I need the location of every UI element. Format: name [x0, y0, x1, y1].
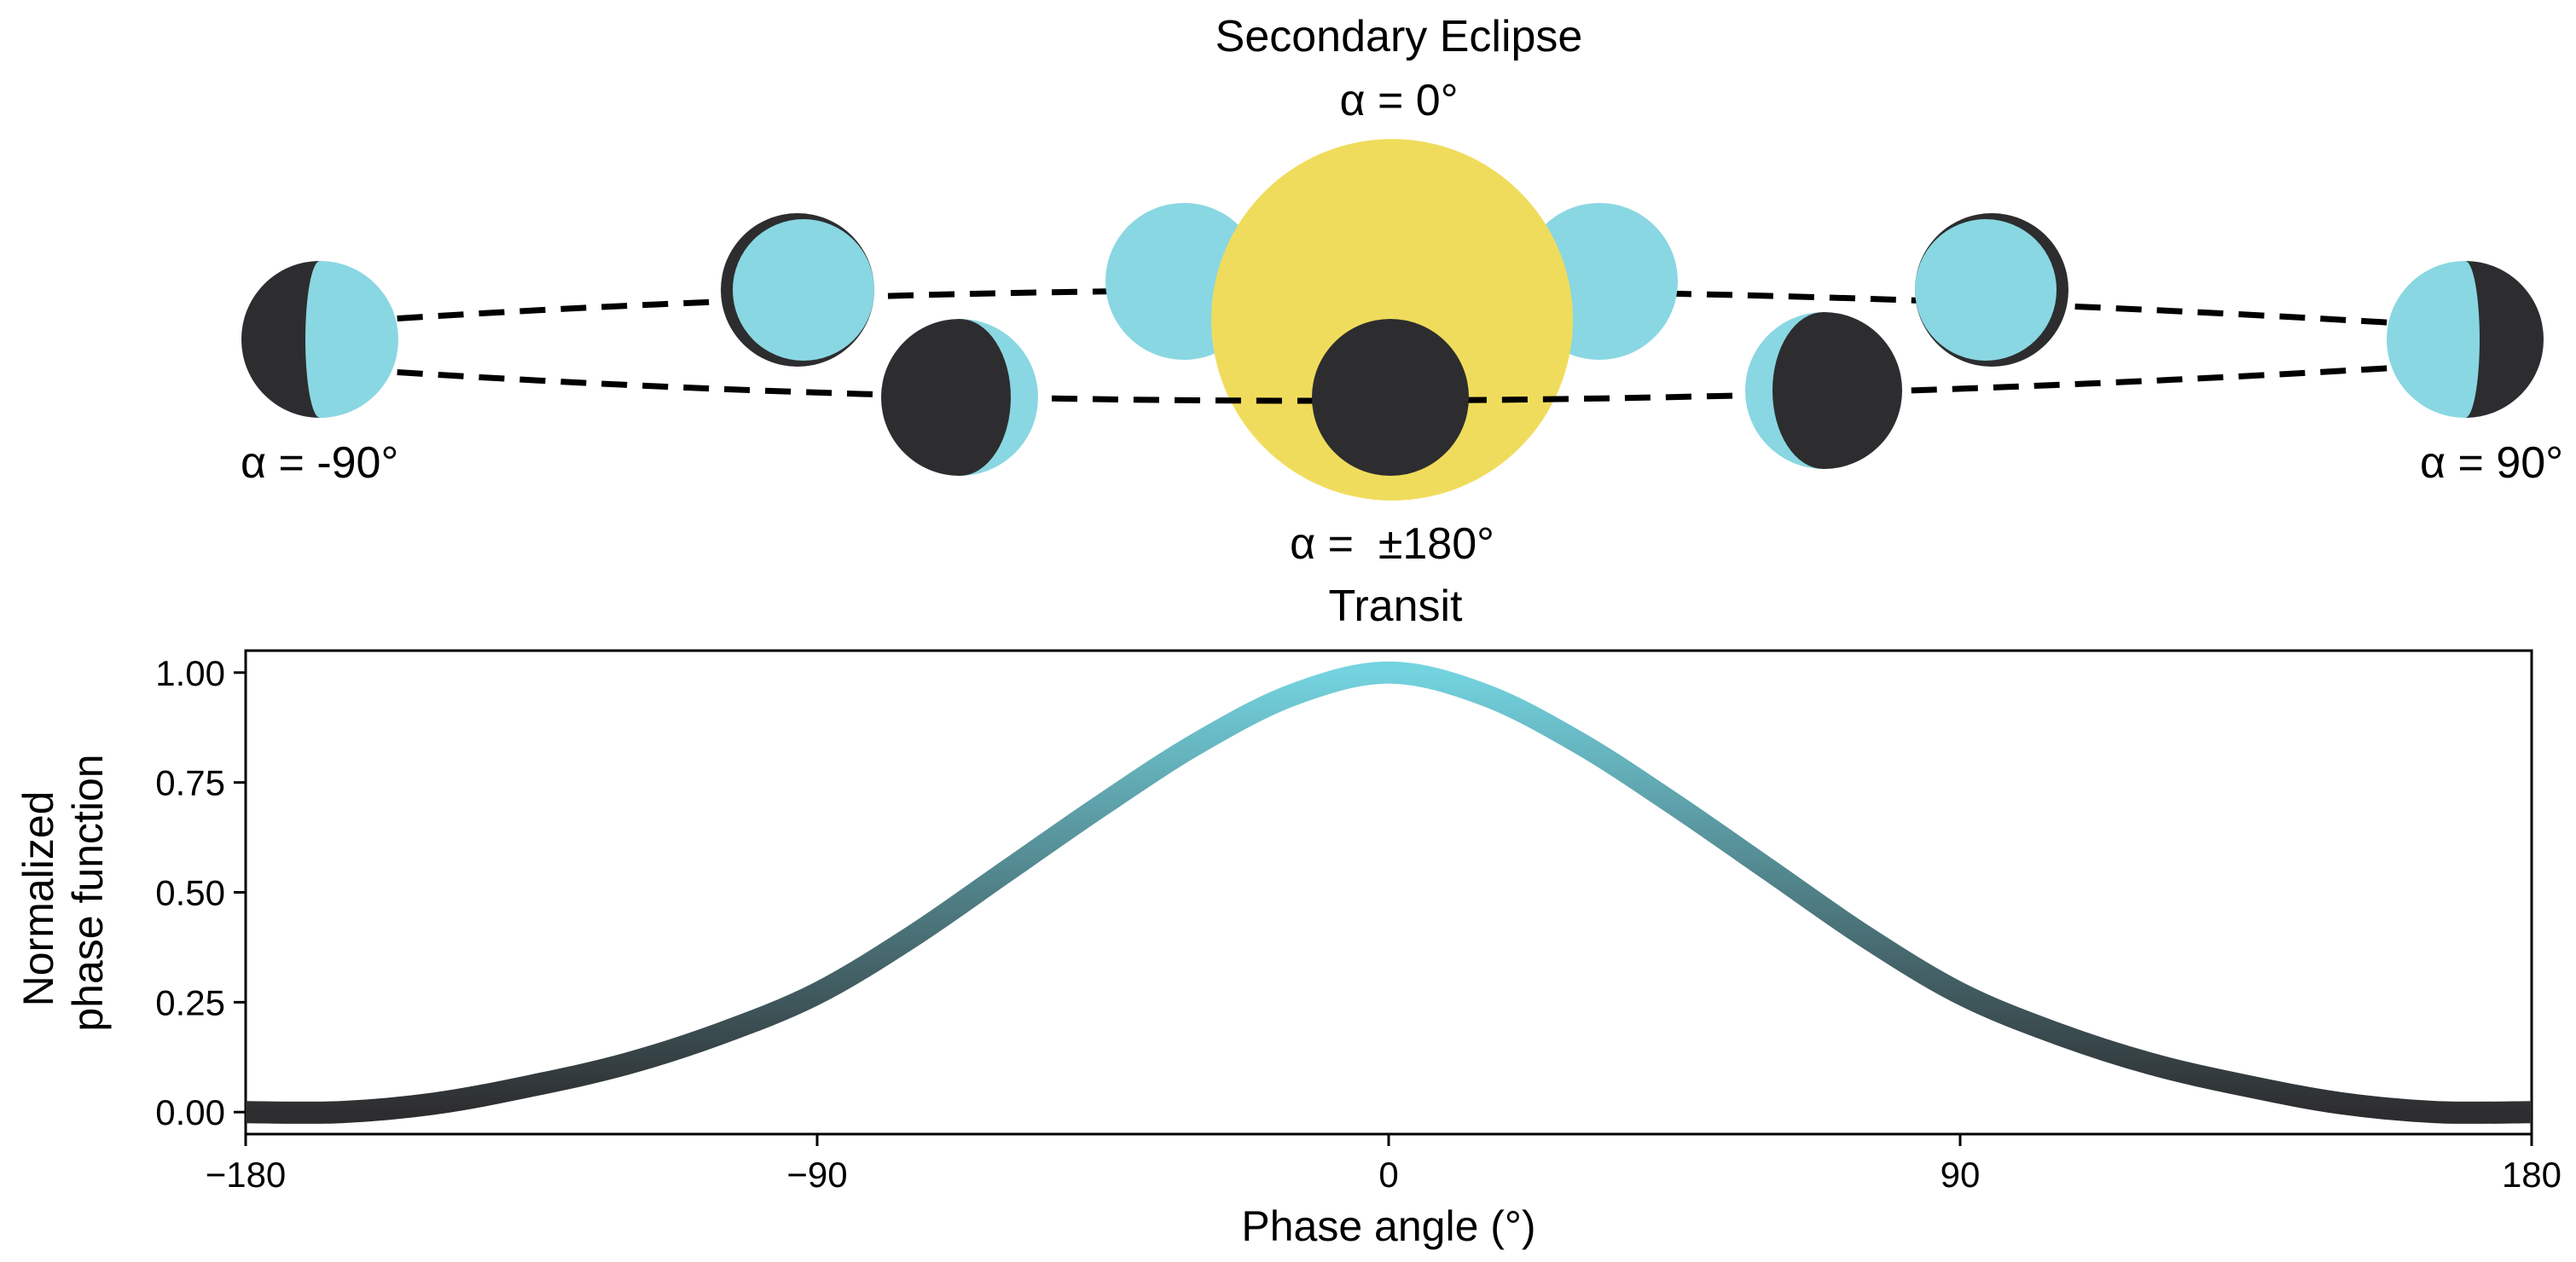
x-tick-label: −180: [206, 1155, 287, 1195]
x-tick-label: −90: [786, 1155, 847, 1195]
y-tick-label: 0.25: [155, 982, 225, 1022]
y-axis-label-line-2: phase function: [64, 754, 112, 1031]
secondary-eclipse-title: Secondary Eclipse: [1215, 12, 1583, 61]
phase-curve-chart: −180 −90 0 90 180 0.00 0.25 0.50 0.75 1.00 Phase…: [15, 649, 2561, 1250]
planet-transit: [1312, 319, 1469, 476]
x-tick-label: 0: [1378, 1155, 1398, 1195]
y-tick-label: 1.00: [155, 653, 225, 693]
alpha-minus-90-label: α = -90°: [241, 438, 398, 488]
planet-front-left: [881, 319, 1038, 476]
alpha-zero-label: α = 0°: [1339, 76, 1458, 125]
planet-right-quadrature: [2387, 261, 2544, 418]
y-tick-label: 0.00: [155, 1092, 225, 1132]
transit-title: Transit: [1329, 582, 1464, 631]
planet-back-right: [1915, 213, 2068, 367]
y-tick-label: 0.50: [155, 873, 225, 913]
alpha-180-label: α = ±180°: [1290, 519, 1494, 569]
x-axis-label: Phase angle (°): [1241, 1202, 1535, 1250]
alpha-plus-90-label: α = 90°: [2420, 438, 2563, 488]
planet-left-quadrature: [241, 261, 398, 418]
y-axis-ticks: 0.00 0.25 0.50 0.75 1.00: [155, 653, 246, 1132]
orbit-diagram: Secondary Eclipse α = 0° α = -90° α = 90…: [241, 12, 2563, 631]
x-tick-label: 180: [2502, 1155, 2561, 1195]
planet-back-left: [721, 213, 874, 367]
y-axis-label-line-1: Normalized: [15, 791, 62, 1007]
y-axis-label: Normalized phase function: [15, 754, 112, 1031]
planet-front-right: [1745, 312, 1902, 469]
x-axis-ticks: −180 −90 0 90 180: [206, 1134, 2561, 1195]
plot-frame: [244, 649, 2533, 1136]
phase-function-curve: [245, 661, 2532, 1124]
y-tick-label: 0.75: [155, 763, 225, 803]
x-tick-label: 90: [1941, 1155, 1981, 1195]
